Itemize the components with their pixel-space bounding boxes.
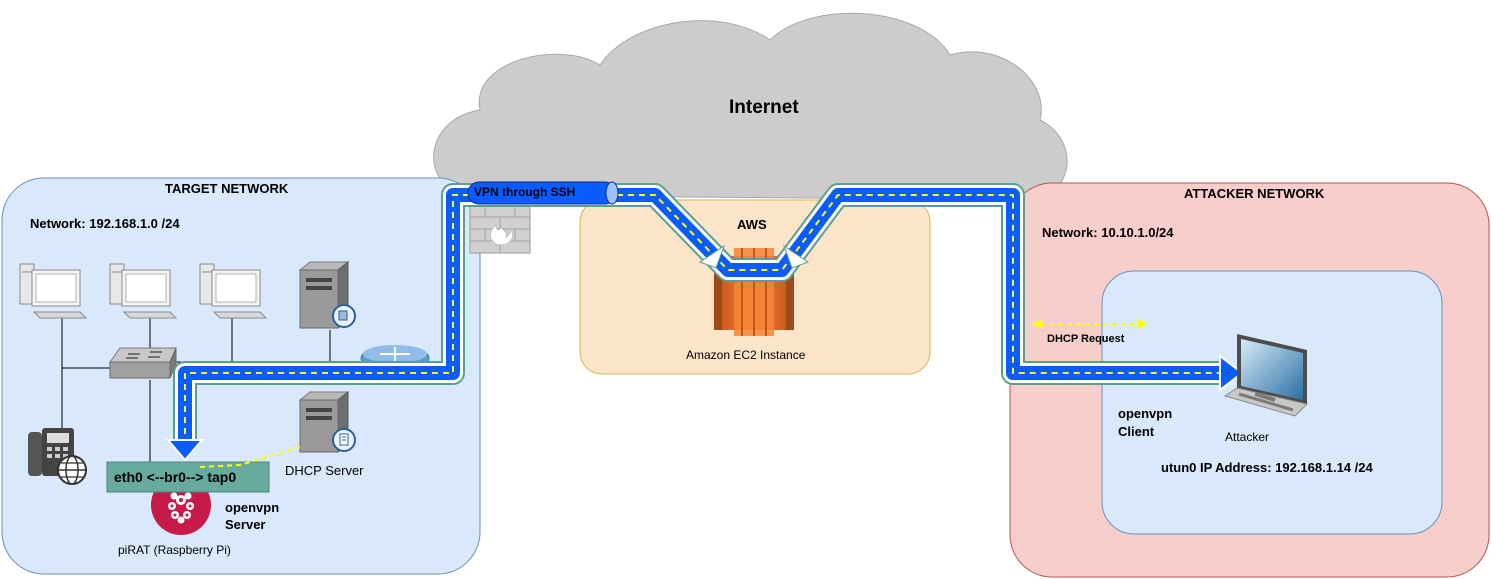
bridge-label: eth0 <--br0--> tap0 [114, 469, 237, 485]
laptop-icon [1223, 334, 1308, 417]
openvpn-client-label-line1: openvpn [1118, 406, 1173, 421]
desktop-computer-icon [199, 263, 268, 319]
server-icon [298, 260, 356, 330]
attacker-network-address: Network: 10.10.1.0/24 [1042, 225, 1174, 240]
openvpn-server-label-line1: openvpn [225, 500, 280, 515]
desktop-computer-icon [109, 263, 178, 319]
target-network-title: TARGET NETWORK [165, 181, 289, 196]
internet-cloud [433, 12, 1068, 201]
bridge-box [106, 461, 270, 493]
ssh-pipe [467, 181, 619, 205]
dhcp-request-label: DHCP Request [1047, 333, 1125, 345]
desktop-computer-icon [19, 263, 88, 319]
openvpn-client-label-line2: Client [1118, 424, 1155, 439]
dhcp-dashed-link [199, 323, 1140, 468]
network-switch-icon [109, 347, 177, 379]
ip-phone-icon [28, 428, 87, 485]
dhcp-arrowhead [1032, 319, 1148, 329]
openvpn-server-label-line2: Server [225, 517, 266, 532]
dhcp-server-icon [298, 390, 356, 454]
target-network-address: Network: 192.168.1.0 /24 [30, 216, 180, 231]
pirat-label: piRAT (Raspberry Pi) [118, 543, 231, 557]
attacker-network-title: ATTACKER NETWORK [1184, 186, 1325, 201]
ec2-instance-label: Amazon EC2 Instance [686, 348, 806, 362]
aws-title: AWS [737, 217, 767, 232]
ec2-inbound-arrow [698, 244, 810, 269]
tunnel-arrowhead [165, 353, 1244, 462]
vpn-tunnel-path [173, 183, 1225, 445]
vpn-tunnel-label: VPN through SSH [474, 185, 576, 199]
firewall-icon [469, 204, 531, 254]
utun0-address-label: utun0 IP Address: 192.168.1.14 /24 [1161, 460, 1373, 475]
dhcp-server-label: DHCP Server [285, 463, 364, 478]
internet-label: Internet [729, 97, 799, 118]
attacker-label: Attacker [1225, 430, 1270, 444]
